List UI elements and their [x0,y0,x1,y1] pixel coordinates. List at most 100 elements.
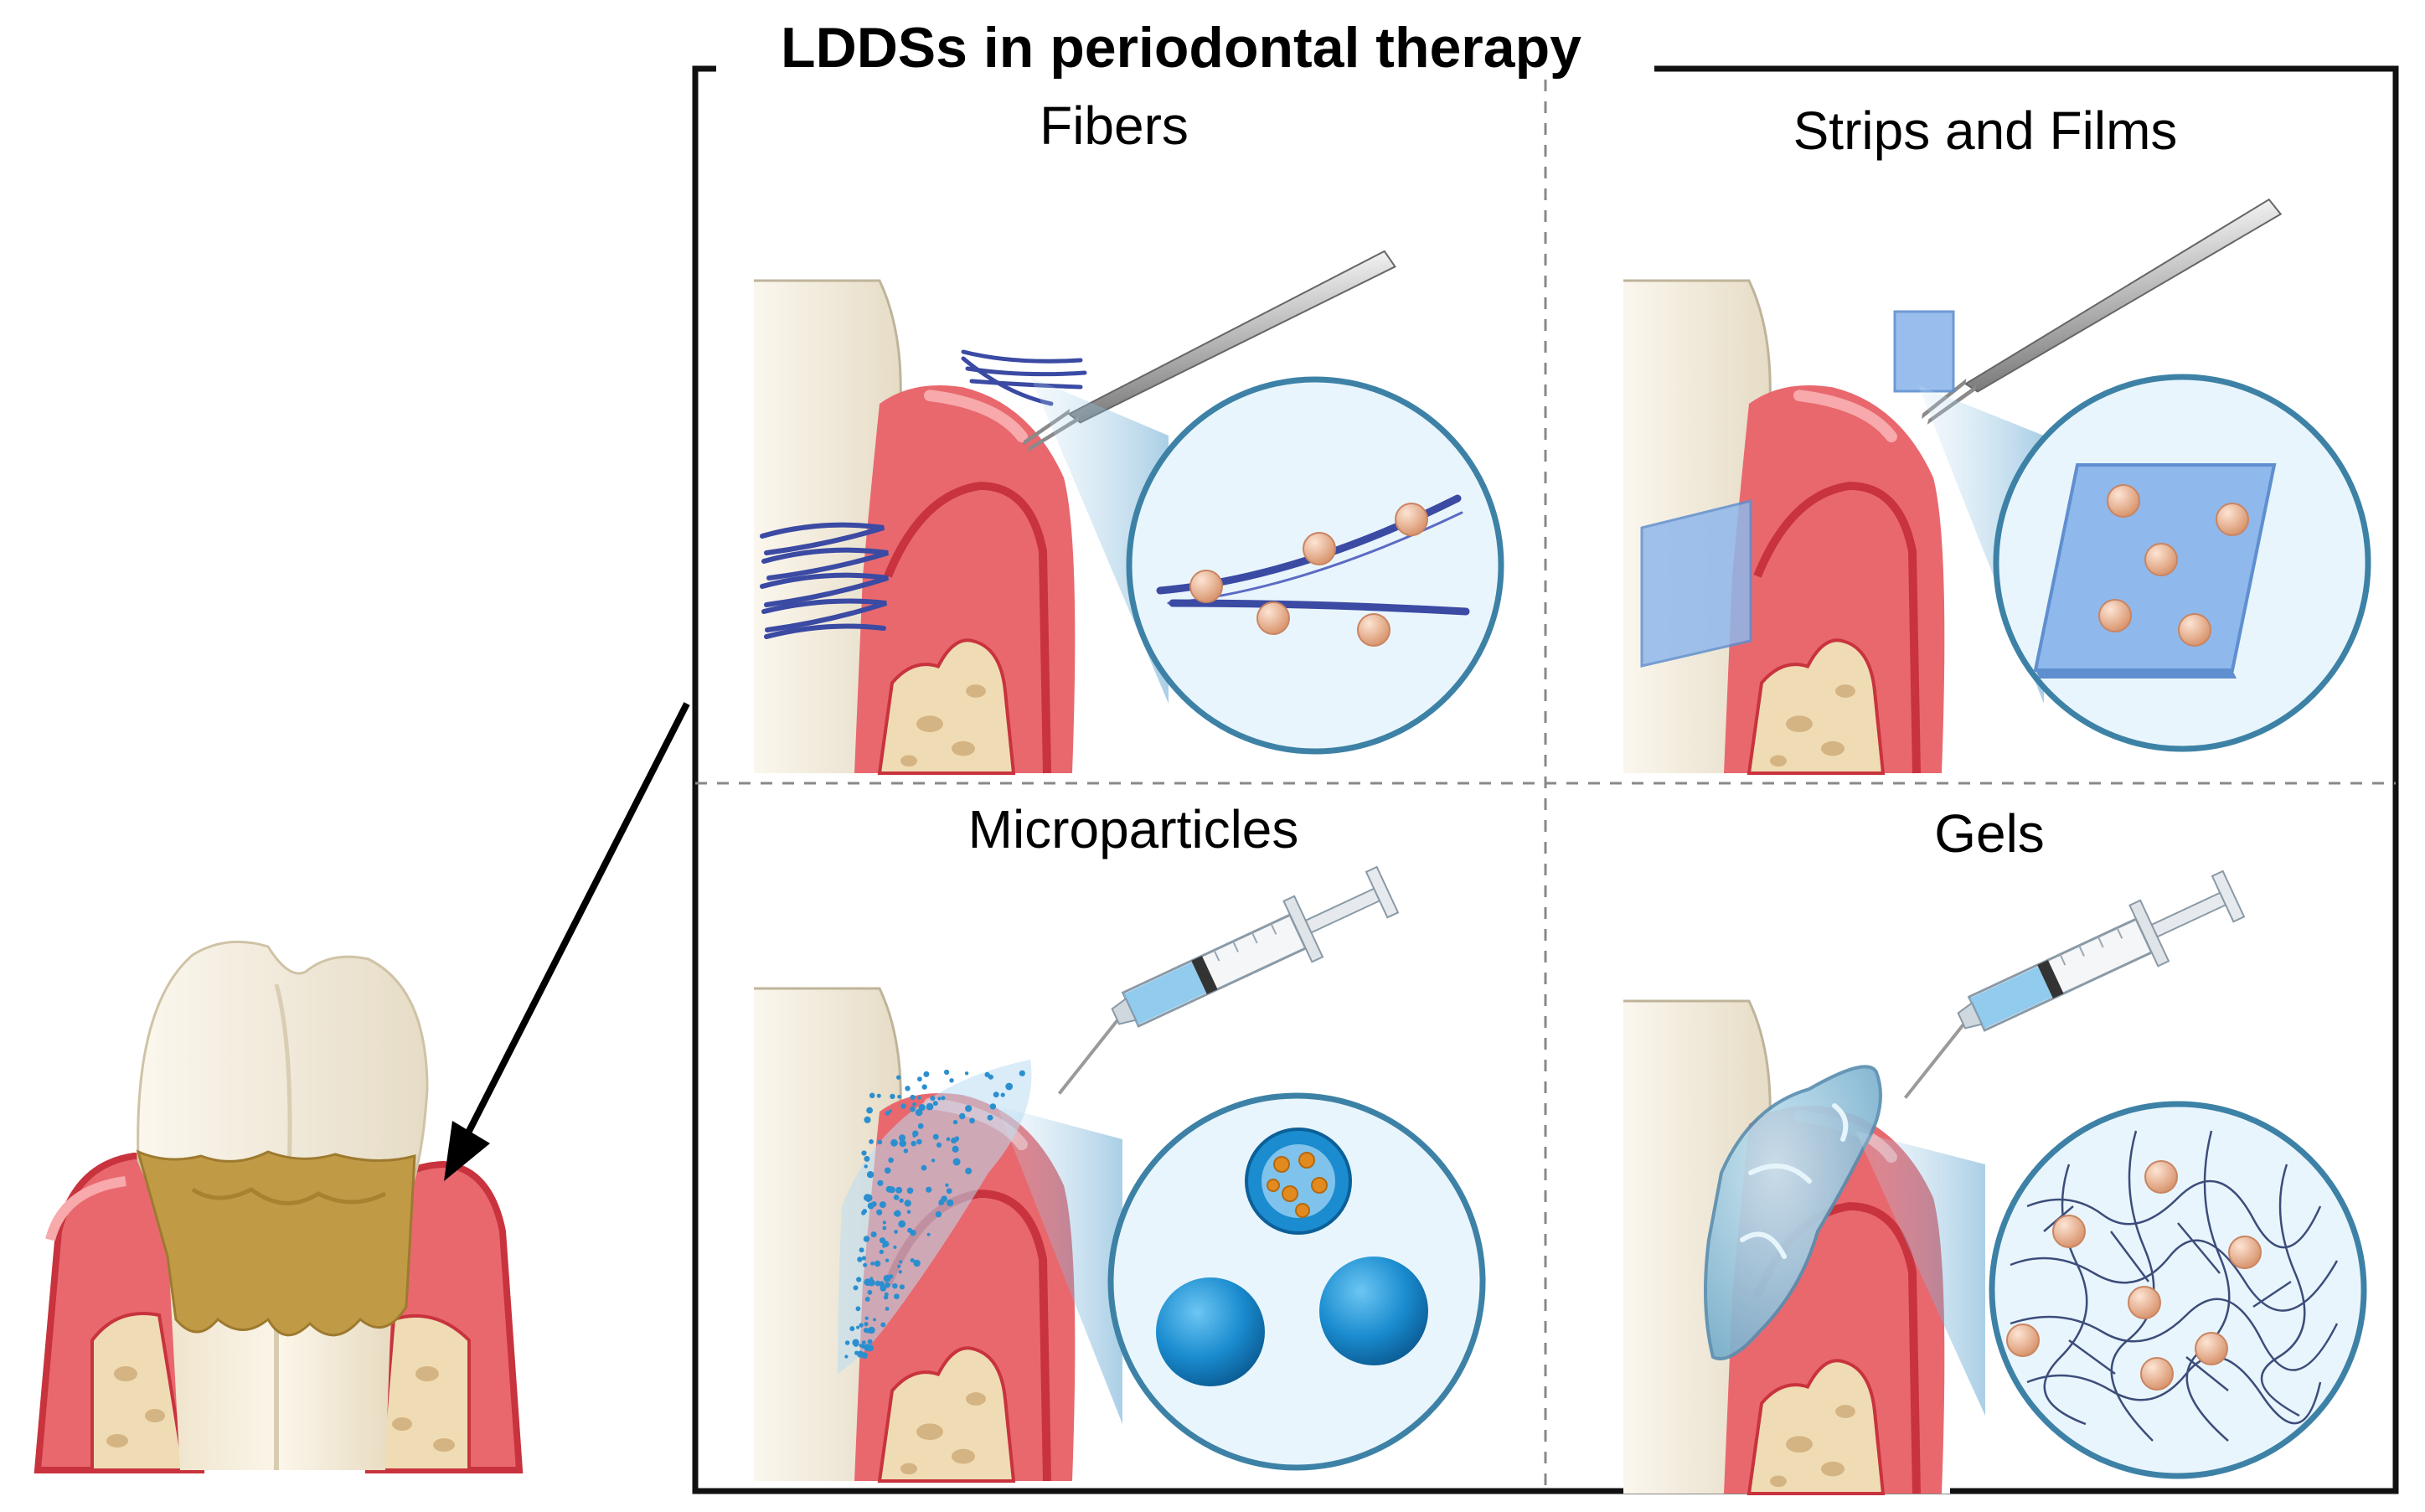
microparticle-dot [899,1139,906,1148]
microparticle-dot [895,1186,903,1194]
microparticle-dot [861,1352,868,1360]
microparticle-dot [876,1209,883,1215]
zoom-arrow [444,702,690,1181]
microparticle-dot [926,1186,932,1193]
microparticle-dots [844,1069,1025,1360]
microparticle-dot [941,1195,947,1202]
microparticle-dot [864,1116,871,1123]
microparticle-dot [893,1195,900,1200]
microparticle-dot [937,1097,942,1101]
microparticle-dot [855,1306,861,1312]
microparticle-dot [898,1270,903,1274]
microparticle-dot [879,1249,885,1255]
microparticle-dot [1019,1070,1025,1076]
microparticle-dot [877,1139,883,1145]
microparticle-dot [931,1159,936,1163]
microparticle-dot [862,1209,868,1214]
microparticle-dot [926,1232,931,1236]
microparticle-dot [880,1322,886,1328]
microparticle-dot [893,1245,897,1249]
microparticle-dot [880,1285,887,1292]
microparticle-dot [856,1325,860,1329]
microparticle-dot [864,1297,870,1302]
microparticle-dot [905,1086,911,1091]
microparticle-dot [863,1236,870,1242]
microparticle-dot [1000,1092,1005,1097]
lddss-frame: LDDSs in periodontal therapy [692,16,2399,1494]
microparticle-dot [864,1316,869,1320]
microparticle-dot [932,1101,938,1107]
magnify-beam [997,1106,1122,1424]
microparticle-dot [923,1071,930,1077]
microparticle-dot [969,1117,975,1124]
microparticle-dot [866,1171,875,1179]
periodontitis-tooth-illustration [34,940,524,1473]
gel-blob [1704,1065,1882,1360]
microparticle-dot [949,1078,954,1083]
figure-title: LDDSs in periodontal therapy [781,16,1581,80]
microparticle-dot [874,1260,881,1267]
film-in-pocket [1640,499,1752,668]
microparticle-dot [859,1323,864,1328]
microparticle-dot [869,1139,874,1144]
microparticle-dot [879,1201,886,1209]
microparticle-dot [917,1122,924,1129]
microparticle-dot [899,1260,903,1264]
microparticle-dot [882,1226,887,1231]
microparticle-dot [993,1091,999,1098]
microparticle-dot [898,1220,906,1228]
microparticle-dot [930,1096,936,1102]
microparticle-dot [861,1150,867,1156]
microparticle-dot [857,1257,863,1262]
magnify-beam [1030,377,1169,704]
plaque-calculus [136,1149,416,1337]
microparticle-dot [885,1307,890,1311]
microparticle-dot [885,1111,890,1116]
microparticle-dot [896,1075,901,1080]
panel-label-strips-and-films: Strips and Films [1793,101,2178,161]
microparticle-dot [867,1339,873,1344]
microparticle-dot [926,1102,934,1111]
microparticle-dot [910,1257,915,1263]
microparticle-dot [952,1158,961,1166]
microparticle-sphere [1156,1277,1265,1386]
microparticle-dot [945,1183,949,1188]
microparticle-dot [869,1092,875,1099]
microparticle-dot [917,1096,921,1100]
panel-microparticles: Microparticles [754,799,1486,1481]
panel-fibers: Fibers [754,95,1504,773]
microparticle-dot [988,1074,993,1080]
microparticle-dot [910,1094,916,1101]
alveolar-bone-left [90,1312,187,1472]
microparticle-dot [885,1258,890,1262]
microparticle-dot [951,1138,957,1144]
microparticle-dot [883,1274,891,1282]
microparticle-dot [868,1278,875,1287]
microparticle-dot [911,1140,916,1147]
microparticle-dot [964,1071,969,1076]
microparticle-dot [884,1167,891,1174]
microparticle-dot [904,1200,911,1207]
microparticle-dot [952,1119,958,1125]
microparticle-dot [965,1105,973,1112]
microparticle-dot [946,1188,952,1195]
microparticle-dot [861,1256,866,1261]
panel-label-fibers: Fibers [1040,95,1189,156]
gel-polymer-network [2010,1130,2339,1442]
film-strip-tweezers [1893,310,1955,393]
magnify-beam [1855,1131,1985,1416]
microparticle-dot [965,1167,973,1174]
microparticle-dot [885,1282,890,1288]
microparticle-dot [852,1339,859,1346]
microparticle-dot [892,1282,898,1289]
microparticle-dot [863,1262,868,1267]
microparticle-dot [899,1198,904,1203]
microparticle-dot [888,1186,895,1194]
microparticle-dot [944,1069,950,1076]
microparticle-dot [861,1340,866,1344]
microparticle-dot [876,1093,881,1098]
microparticle-dot [869,1277,874,1281]
microparticle-dot [844,1340,850,1345]
microparticle-dot [882,1244,886,1248]
